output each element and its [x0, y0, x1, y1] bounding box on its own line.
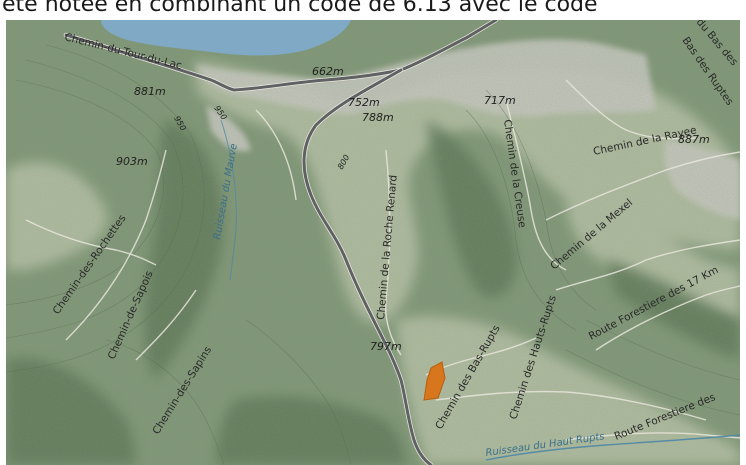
- minor-roads: [25, 79, 740, 441]
- terrain-texture: [6, 20, 740, 465]
- altitude-label: 881m: [134, 85, 166, 98]
- contour-lines: [6, 44, 740, 465]
- altitude-label: 887m: [678, 133, 710, 146]
- altitude-label: 717m: [484, 94, 516, 107]
- altitude-labels: 881m 903m 662m 752m 788m 717m 887m 797m …: [116, 65, 710, 353]
- topographic-map[interactable]: Chemin-du-Tour-du-Lac Chemin-des-Rochett…: [6, 20, 740, 465]
- altitude-label: 903m: [116, 155, 148, 168]
- stream-line-2: [220, 119, 237, 281]
- altitude-label: 797m: [370, 340, 402, 353]
- altitude-label: 788m: [362, 111, 394, 124]
- altitude-label: 662m: [312, 65, 344, 78]
- lake: [101, 20, 351, 56]
- altitude-label: 752m: [348, 96, 380, 109]
- caption-text: été notée en combinant un code de 6.13 a…: [0, 0, 746, 14]
- parcel-marker[interactable]: [423, 361, 446, 401]
- main-road: [63, 20, 499, 465]
- map-canvas: Chemin-du-Tour-du-Lac Chemin-des-Rochett…: [6, 20, 740, 465]
- stream-line: [485, 434, 740, 461]
